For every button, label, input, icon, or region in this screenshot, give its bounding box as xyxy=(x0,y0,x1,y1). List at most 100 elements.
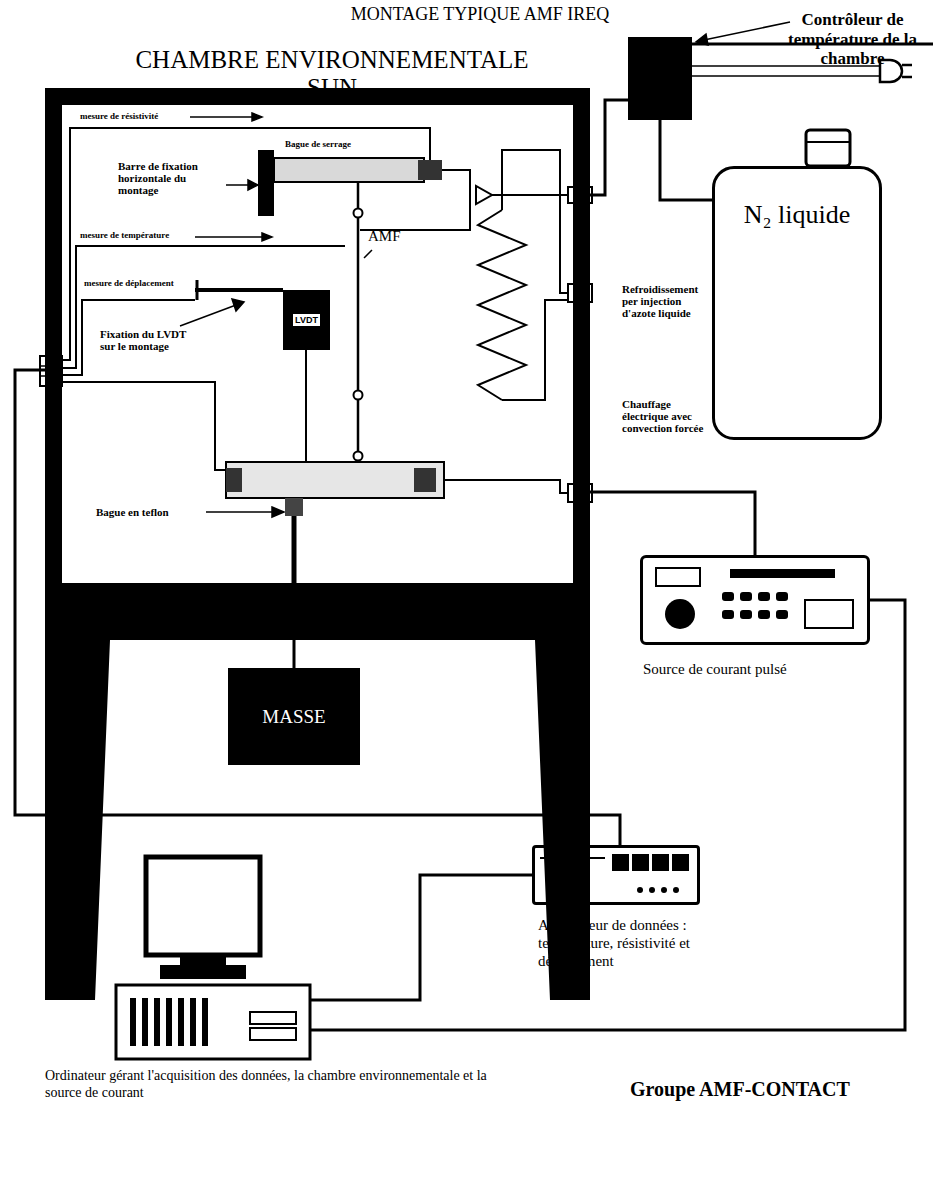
device-display xyxy=(656,568,700,586)
sma-wire xyxy=(357,182,360,462)
power-cord xyxy=(692,75,880,77)
wire-contact xyxy=(354,452,363,461)
node-label: Ordinateur gérant l'acquisition des donn… xyxy=(45,1068,495,1102)
device-button xyxy=(758,592,770,601)
cable-connector xyxy=(590,100,628,195)
node-label: Acquisiteur de données : température, ré… xyxy=(538,916,738,970)
device-button xyxy=(758,610,770,619)
arrow-head xyxy=(262,233,272,241)
device-knob xyxy=(665,599,695,629)
cable-connector xyxy=(15,370,620,845)
device-button xyxy=(722,592,734,601)
device-led xyxy=(637,887,643,893)
heater-wire xyxy=(502,300,568,400)
annotation-label: Barre de fixation horizontale du montage xyxy=(118,160,224,196)
device-key xyxy=(632,854,649,871)
nozzle-line xyxy=(492,194,568,196)
leader-line xyxy=(190,116,252,118)
computer: Ordinateur gérant l'acquisition des donn… xyxy=(115,855,311,1060)
annotation-label: Fixation du LVDT sur le montage xyxy=(100,328,190,352)
tower-vent xyxy=(154,998,160,1046)
cable-connector xyxy=(590,492,755,555)
cable-connector xyxy=(293,600,296,668)
wire-contact xyxy=(354,209,363,218)
leader-line xyxy=(704,22,790,40)
tower-vent xyxy=(142,998,148,1046)
device-led xyxy=(649,887,655,893)
tower-vent xyxy=(178,998,184,1046)
device-slot xyxy=(540,857,605,859)
displacement-bar xyxy=(196,280,199,300)
device-key xyxy=(672,854,689,871)
heater-wire xyxy=(502,150,568,293)
wire xyxy=(62,300,195,375)
tower-vent xyxy=(190,998,196,1046)
device-button xyxy=(776,592,788,601)
device-key xyxy=(652,854,669,871)
device-button xyxy=(740,592,752,601)
annotation-label: mesure de résistivité xyxy=(80,112,195,122)
annotation-label: mesure de température xyxy=(80,231,198,241)
upper-grip-end xyxy=(418,160,442,180)
data-acquisition-unit: Acquisiteur de données : température, ré… xyxy=(532,845,700,905)
lower-grip-end xyxy=(414,468,436,492)
annotation-label: Refroidissement per injection d'azote li… xyxy=(622,283,714,319)
leader-line xyxy=(180,305,236,326)
diagram-title: MONTAGE TYPIQUE AMF IREQ xyxy=(320,5,640,25)
annotation-label: AMF xyxy=(368,228,408,245)
computer-monitor-stand xyxy=(180,955,226,965)
heater-coil xyxy=(478,210,526,400)
wire-contact xyxy=(354,391,363,400)
wire xyxy=(445,480,568,493)
computer-tower xyxy=(116,985,310,1059)
leader-line xyxy=(364,250,372,258)
device-button xyxy=(776,610,788,619)
nitrogen-nozzle xyxy=(476,186,492,204)
nitrogen-tank: N₂ liquide xyxy=(712,166,882,440)
node-label: LVDT xyxy=(293,314,320,326)
fixation-bar xyxy=(258,150,274,216)
annotation-label: Chauffage électrique avec convection for… xyxy=(622,398,714,434)
device-led xyxy=(673,887,679,893)
cable-connector xyxy=(311,875,532,1000)
node-label: MASSE xyxy=(262,706,325,728)
wire xyxy=(62,128,430,360)
leader-line xyxy=(226,184,250,186)
node-label: N₂ liquide xyxy=(725,199,869,230)
device-key xyxy=(612,854,629,871)
computer-monitor xyxy=(146,857,260,955)
lower-grip-end xyxy=(226,468,242,492)
computer-monitor-stand xyxy=(160,965,246,979)
leader-line xyxy=(195,236,262,238)
tank-cap xyxy=(806,141,850,143)
teflon-ring xyxy=(285,498,303,516)
annotation-label: Bague en teflon xyxy=(96,506,206,518)
device-bar xyxy=(730,569,835,578)
annotation-label: Groupe AMF-CONTACT xyxy=(630,1078,920,1100)
mass-block: MASSE xyxy=(228,668,360,765)
device-button xyxy=(740,610,752,619)
device-panel xyxy=(805,600,853,628)
chamber-stand xyxy=(45,598,590,1000)
arrow-head xyxy=(252,113,262,121)
tower-vent xyxy=(166,998,172,1046)
pulsed-current-source: Source de courant pulsé xyxy=(640,555,870,645)
device-led xyxy=(661,887,667,893)
lvdt-sensor: LVDT xyxy=(283,290,330,350)
tower-vent xyxy=(202,998,208,1046)
wire xyxy=(62,246,345,368)
wire xyxy=(62,382,226,470)
device-button xyxy=(722,610,734,619)
computer-drive xyxy=(250,1012,296,1024)
node-label: CHAMBRE ENVIRONNEMENTALE SUN xyxy=(112,46,552,101)
temperature-controller: Contrôleur de température de la chambre xyxy=(628,37,692,120)
arrow-head xyxy=(272,507,284,517)
upper-grip xyxy=(274,158,424,182)
leader-line xyxy=(206,511,272,513)
node-label: Source de courant pulsé xyxy=(643,660,903,678)
plug-symbol xyxy=(880,60,912,82)
annotation-label: Bague de serrage xyxy=(285,140,375,150)
lower-grip xyxy=(226,462,444,498)
computer-drive xyxy=(250,1028,296,1040)
